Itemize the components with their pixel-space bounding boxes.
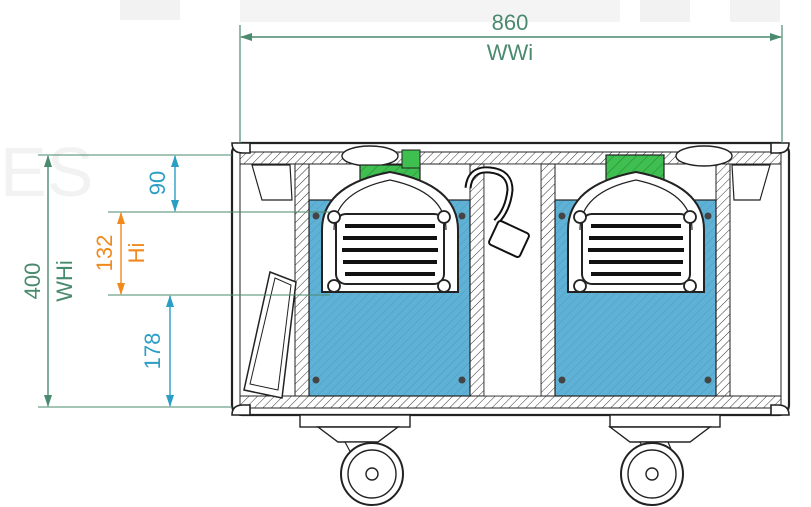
height-value: 400 (20, 263, 45, 300)
dimension-bottom-clearance: 178 (140, 295, 174, 407)
power-cable (464, 166, 530, 258)
dimension-width: 860 WWi (239, 10, 783, 143)
caster-left (299, 414, 411, 506)
inner-height-label: Hi (124, 243, 149, 264)
dimension-height: 400 WHi (20, 155, 77, 407)
fixture-left (312, 170, 466, 384)
dimension-inner-height: 132 Hi (92, 212, 149, 295)
bottom-clearance-value: 178 (140, 333, 165, 370)
dimension-extension-lines (38, 154, 330, 408)
width-value: 860 (492, 10, 529, 35)
width-label: WWi (487, 40, 533, 65)
top-clearance-value: 90 (145, 171, 170, 195)
caster-right (607, 414, 721, 506)
inner-height-value: 132 (92, 235, 117, 272)
fixture-right (558, 170, 712, 384)
watermark-text: ES (0, 133, 93, 211)
dimension-top-clearance: 90 (145, 155, 179, 212)
height-label: WHi (52, 260, 77, 302)
